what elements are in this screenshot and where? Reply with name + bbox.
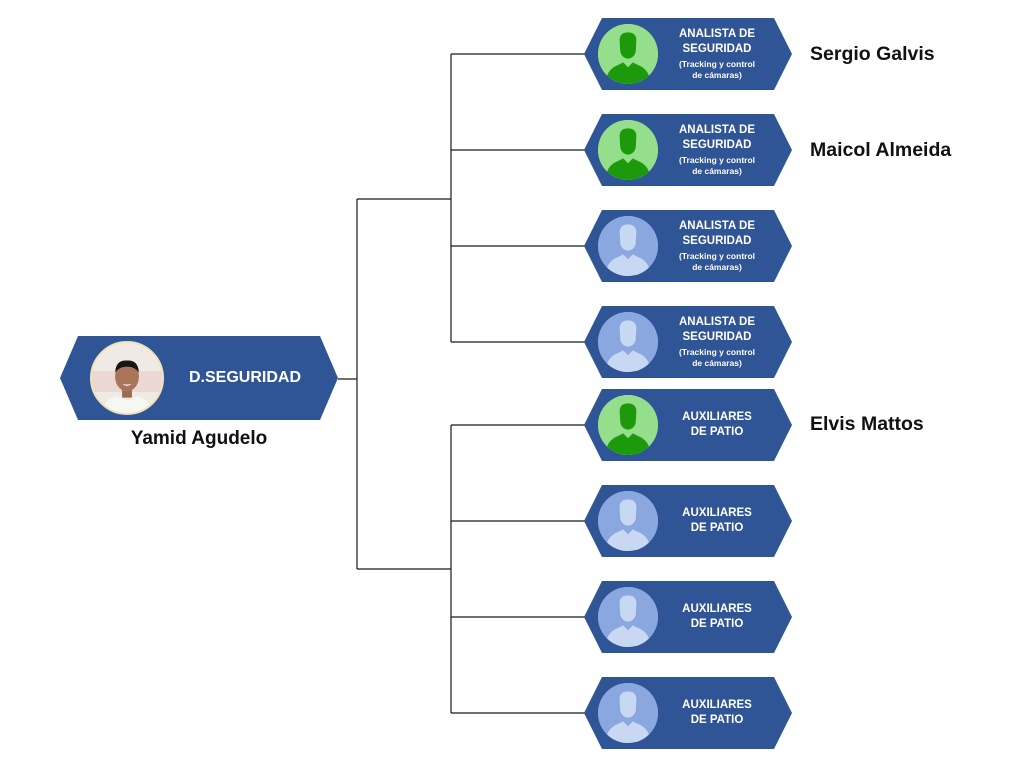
child-node[interactable]: AUXILIARES DE PATIO: [584, 485, 792, 557]
child-node[interactable]: AUXILIARES DE PATIO: [584, 389, 792, 461]
role-title-block: AUXILIARES DE PATIO: [664, 581, 770, 653]
role-subtitle-line1: (Tracking y control: [678, 155, 756, 165]
role-title-line1: AUXILIARES: [682, 699, 752, 711]
role-title-line1: AUXILIARES: [682, 411, 752, 423]
role-title-line1: ANALISTA DE: [678, 316, 756, 328]
vacant-person-icon: [598, 491, 658, 551]
role-title-line1: AUXILIARES: [682, 603, 752, 615]
vacant-person-icon: [598, 587, 658, 647]
role-title-line2: SEGURIDAD: [682, 235, 752, 247]
role-subtitle-line2: de cámaras): [692, 358, 742, 368]
role-title-line2: SEGURIDAD: [682, 139, 752, 151]
assigned-person-name: Elvis Mattos: [810, 413, 924, 435]
root-title: D.SEGURIDAD: [188, 369, 301, 386]
role-subtitle-line2: de cámaras): [692, 166, 742, 176]
assigned-person-icon: [598, 24, 658, 84]
child-node[interactable]: AUXILIARES DE PATIO: [584, 677, 792, 749]
assigned-person-icon: [598, 395, 658, 455]
role-subtitle-line2: de cámaras): [692, 70, 742, 80]
root-person-name: Yamid Agudelo: [130, 428, 268, 449]
vacant-person-icon: [598, 312, 658, 372]
role-subtitle-line1: (Tracking y control: [678, 347, 756, 357]
role-title-line2: SEGURIDAD: [682, 43, 752, 55]
role-title-line2: DE PATIO: [690, 618, 744, 630]
role-title-line1: ANALISTA DE: [678, 28, 756, 40]
person-photo-icon: [90, 341, 164, 415]
vacant-person-icon: [598, 683, 658, 743]
vacant-person-icon: [598, 216, 658, 276]
role-title-line1: AUXILIARES: [682, 507, 752, 519]
role-subtitle-line2: de cámaras): [692, 262, 742, 272]
assigned-person-icon: [598, 120, 658, 180]
role-title-line2: SEGURIDAD: [682, 331, 752, 343]
role-title-line2: DE PATIO: [690, 426, 744, 438]
role-title-block: AUXILIARES DE PATIO: [664, 677, 770, 749]
assigned-person-name: Maicol Almeida: [810, 139, 952, 161]
assigned-person-name: Sergio Galvis: [810, 43, 935, 65]
role-title-block: AUXILIARES DE PATIO: [664, 485, 770, 557]
child-node[interactable]: AUXILIARES DE PATIO: [584, 581, 792, 653]
role-subtitle-line1: (Tracking y control: [678, 251, 756, 261]
role-title-block: AUXILIARES DE PATIO: [664, 389, 770, 461]
role-title-line1: ANALISTA DE: [678, 124, 756, 136]
role-title-line1: ANALISTA DE: [678, 220, 756, 232]
role-title-line2: DE PATIO: [690, 522, 744, 534]
role-title-line2: DE PATIO: [690, 714, 744, 726]
root-node[interactable]: D.SEGURIDAD: [60, 336, 338, 420]
role-subtitle-line1: (Tracking y control: [678, 59, 756, 69]
